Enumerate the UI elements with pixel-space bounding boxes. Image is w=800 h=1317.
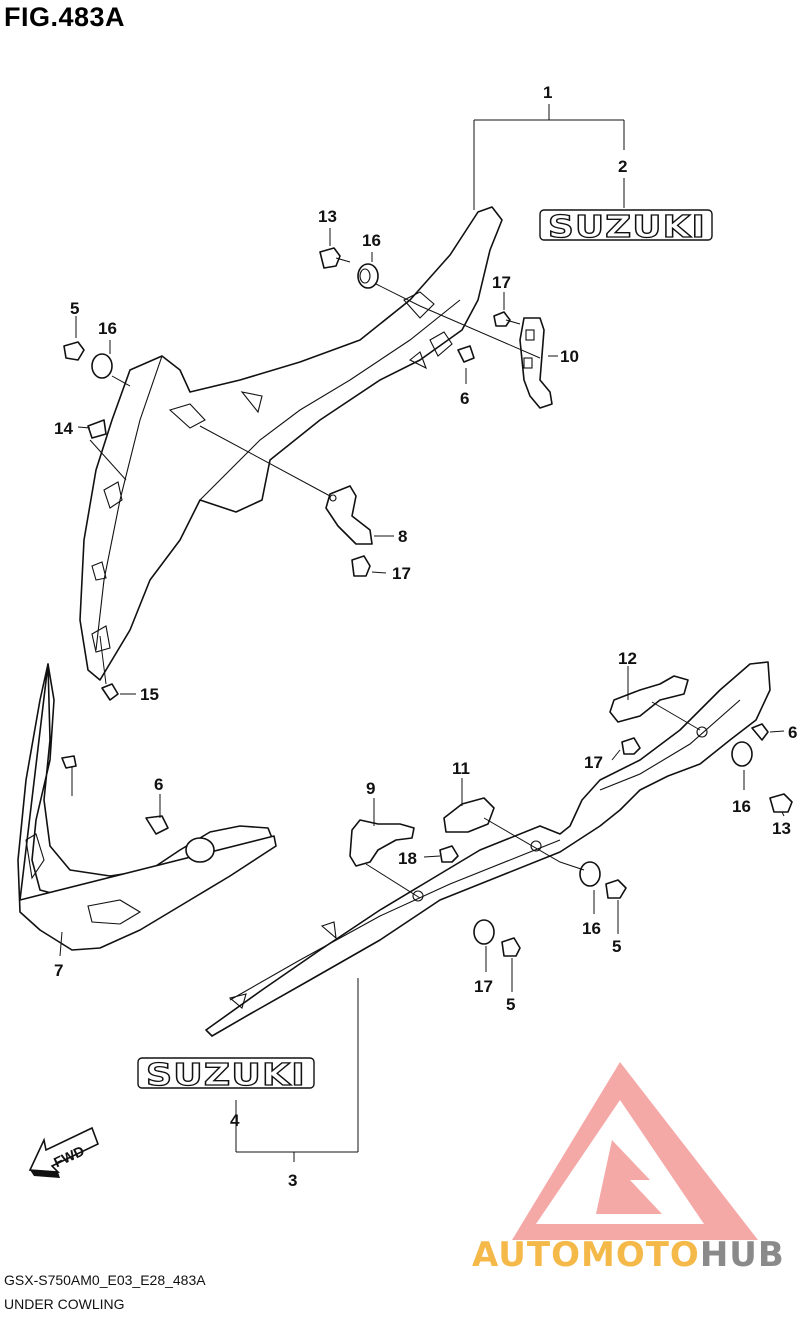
diagram-code: GSX-S750AM0_E03_E28_483A — [4, 1272, 206, 1288]
fwd-arrow-icon: FWD — [28, 1126, 100, 1178]
callout-7: 7 — [54, 961, 63, 980]
callout-2: 2 — [618, 157, 627, 176]
fasteners-lower — [439, 723, 793, 957]
leader-lines-upper — [75, 104, 625, 695]
leader-lines-lower — [59, 666, 785, 1162]
callout-10: 10 — [560, 347, 579, 366]
bracket-9 — [349, 819, 415, 867]
callout-16-upper-left: 16 — [98, 319, 117, 338]
watermark-logo: AUTOMOTOHUB — [472, 1062, 785, 1275]
watermark-text-hub: HUB — [700, 1235, 785, 1275]
callout-8: 8 — [398, 527, 407, 546]
diagram-name: UNDER COWLING — [4, 1296, 125, 1312]
lower-cowling-part — [205, 661, 771, 1037]
suzuki-badge-upper: SUZUKI — [539, 209, 713, 246]
callout-13-lower: 13 — [772, 819, 791, 838]
callout-16-lower-mid: 16 — [582, 919, 601, 938]
callout-6-front: 6 — [154, 775, 163, 794]
callout-5-lower-right: 5 — [612, 937, 621, 956]
callout-3: 3 — [288, 1171, 297, 1190]
callout-5-upper: 5 — [70, 299, 79, 318]
callout-9: 9 — [366, 779, 375, 798]
callout-17-lower-left: 18 — [398, 849, 417, 868]
callout-11: 11 — [452, 759, 470, 778]
suzuki-badge-lower: SUZUKI — [137, 1057, 315, 1094]
callout-5-lower-left: 5 — [506, 995, 515, 1014]
callout-1: 1 — [543, 83, 552, 102]
figure-title: FIG.483A — [4, 2, 126, 32]
callout-6-upper: 6 — [460, 389, 469, 408]
watermark-text-auto: AUTO — [472, 1235, 581, 1275]
watermark-text: AUTOMOTOHUB — [472, 1235, 785, 1275]
watermark-triangle — [512, 1062, 758, 1240]
callout-16-upper-right: 16 — [362, 231, 381, 250]
watermark-text-moto: MOTO — [581, 1235, 700, 1275]
bracket-10 — [519, 317, 553, 409]
callout-17-upper: 17 — [492, 273, 511, 292]
callout-16-lower-left: 17 — [474, 977, 493, 996]
callout-15: 15 — [140, 685, 159, 704]
bracket-11 — [443, 797, 495, 833]
callout-12: 12 — [618, 649, 637, 668]
bracket-8 — [325, 485, 373, 545]
callout-6-lower: 6 — [788, 723, 797, 742]
upper-cowling-part — [79, 206, 503, 681]
callout-labels: 1 2 3 4 5 5 5 6 6 6 7 8 9 10 11 12 13 13… — [54, 83, 797, 1190]
callout-17-lower-right: 17 — [584, 753, 603, 772]
callout-17-mid: 17 — [392, 564, 411, 583]
callout-4: 4 — [230, 1111, 240, 1130]
fasteners-upper — [63, 247, 521, 701]
front-cowl-part-7 — [17, 663, 277, 951]
callout-13-upper: 13 — [318, 207, 337, 226]
bracket-12 — [609, 675, 689, 723]
badge-lower-text: SUZUKI — [146, 1058, 306, 1093]
callout-16-lower-right: 16 — [732, 797, 751, 816]
watermark-inner-mark — [596, 1140, 662, 1214]
badge-upper-text: SUZUKI — [548, 210, 706, 245]
callout-14: 14 — [54, 419, 73, 438]
